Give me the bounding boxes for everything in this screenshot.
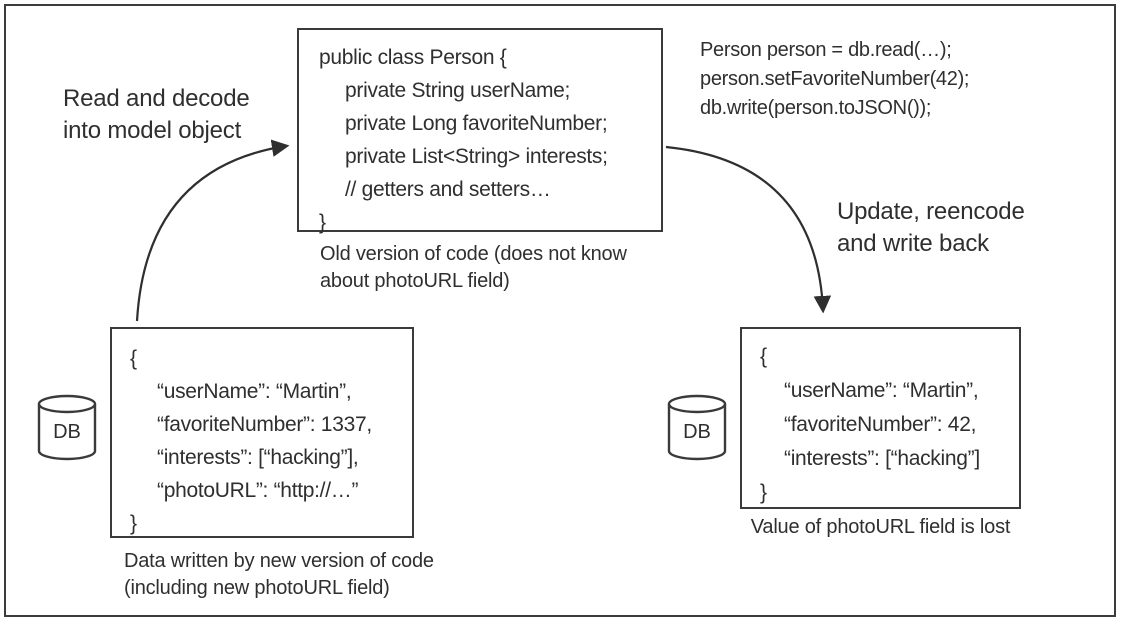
json-line: “photoURL”: “http://…” [157, 479, 359, 502]
new-data-json-box: { “userName”: “Martin”, “favoriteNumber”… [110, 327, 414, 538]
json-line: “interests”: [“hacking”], [157, 446, 359, 469]
class-box-caption-line: about photoURL field) [320, 270, 510, 292]
json-line: { [130, 347, 137, 370]
json-line: “userName”: “Martin”, [157, 380, 352, 403]
read-decode-label-line: into model object [63, 117, 242, 144]
update-write-label: Update, reencode and write back [837, 196, 1025, 260]
class-box-caption: Old version of code (does not know about… [320, 241, 627, 295]
class-code-line: public class Person { [319, 46, 507, 69]
json-line: } [760, 481, 767, 504]
person-class-box: public class Person { private String use… [297, 28, 663, 234]
class-code-line: } [319, 211, 326, 234]
json-line: “interests”: [“hacking”] [784, 447, 980, 470]
class-code-line: private Long favoriteNumber; [345, 112, 608, 135]
read-decode-label-line: Read and decode [63, 85, 250, 112]
photourl-lost-caption: Value of photoURL field is lost [750, 516, 1011, 538]
json-line: “favoriteNumber”: 1337, [157, 413, 372, 436]
rewritten-data-json-box: { “userName”: “Martin”, “favoriteNumber”… [740, 327, 1021, 509]
json-line: “favoriteNumber”: 42, [784, 413, 977, 436]
snippet-line: db.write(person.toJSON()); [700, 97, 932, 119]
class-code-line: // getters and setters… [345, 178, 551, 201]
db-label: DB [683, 421, 711, 443]
json-line: { [760, 345, 767, 368]
json-line: } [130, 512, 137, 535]
new-data-caption-line: Data written by new version of code [124, 550, 434, 572]
new-data-caption: Data written by new version of code (inc… [124, 548, 434, 602]
db-label: DB [53, 421, 81, 443]
figure-border [4, 4, 1116, 617]
database-cylinder-icon: DB [667, 394, 727, 461]
update-code-snippet: Person person = db.read(…); person.setFa… [700, 36, 970, 123]
class-code-line: private List<String> interests; [345, 145, 608, 168]
json-line: “userName”: “Martin”, [784, 379, 979, 402]
read-decode-label: Read and decode into model object [63, 83, 250, 147]
class-code-line: private String userName; [345, 79, 571, 102]
class-box-caption-line: Old version of code (does not know [320, 243, 627, 265]
update-write-label-line: Update, reencode [837, 198, 1025, 225]
snippet-line: person.setFavoriteNumber(42); [700, 68, 970, 90]
update-write-label-line: and write back [837, 230, 989, 257]
database-cylinder-icon: DB [37, 394, 97, 461]
snippet-line: Person person = db.read(…); [700, 39, 952, 61]
new-data-caption-line: (including new photoURL field) [124, 577, 390, 599]
